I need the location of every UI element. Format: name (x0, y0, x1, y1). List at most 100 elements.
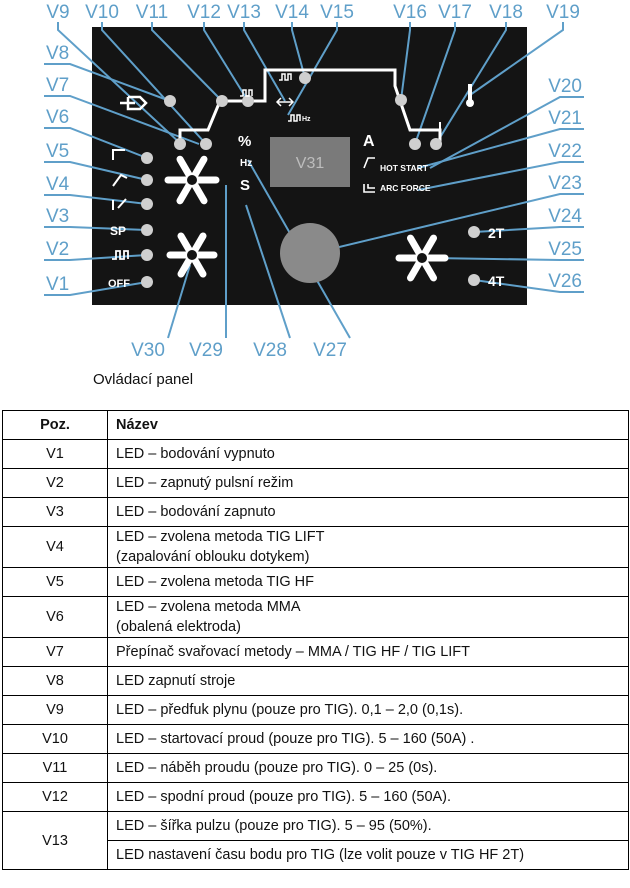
display-screen (270, 137, 350, 187)
led-indicator (468, 274, 480, 286)
callout-label: V16 (393, 2, 427, 23)
hz-small-label: Hz (302, 116, 311, 123)
callout-label: V4 (46, 174, 70, 195)
leader-line (203, 22, 249, 102)
leader-line (243, 22, 286, 102)
callout-label: V15 (320, 2, 354, 23)
callout-label: V10 (85, 2, 119, 23)
callout-label: V26 (548, 271, 582, 292)
row-name-line: LED – zapnutý pulsní režim (116, 475, 294, 491)
knob-spoke (407, 258, 423, 282)
row-name: Přepínač svařovací metody – MMA / TIG HF… (107, 637, 629, 667)
row-name-line: LED – předfuk plynu (pouze pro TIG). 0,1… (116, 702, 464, 718)
knob-center (417, 253, 427, 263)
leader-line (44, 161, 148, 181)
led-indicator (141, 249, 153, 261)
leader-line (167, 264, 191, 339)
callout-label: V9 (46, 2, 69, 23)
led-indicator (242, 95, 254, 107)
main-encoder-button (280, 223, 340, 283)
plug-icon (120, 95, 148, 111)
leader-line (400, 22, 411, 101)
knob-spoke (421, 234, 437, 258)
pulse-icon (112, 250, 129, 260)
row-name-line: LED – spodní proud (pouze pro TIG). 5 – … (116, 789, 452, 805)
leader-line (309, 193, 584, 255)
tig-hf-icon (112, 173, 128, 187)
row-name: LED – šířka pulzu (pouze pro TIG). 5 – 9… (107, 811, 629, 841)
leader-line (44, 254, 148, 261)
knob-spoke (407, 234, 423, 258)
hot-start-label: HOT START (380, 163, 429, 173)
unit-hz-label: Hz (240, 158, 252, 169)
hot-start-icon (363, 157, 375, 169)
callout-label: V12 (187, 2, 221, 23)
display-label: V31 (296, 155, 325, 172)
callout-label: V2 (46, 239, 69, 260)
row-name: LED – startovací proud (pouze pro TIG). … (107, 724, 629, 754)
leader-line (287, 22, 338, 116)
leader-line (44, 281, 148, 296)
parameter-knob-left (166, 232, 218, 278)
row-name: LED – bodování zapnuto (107, 497, 629, 527)
callout-label: V8 (46, 43, 69, 64)
header-position: Poz. (2, 410, 108, 440)
row-position: V7 (2, 637, 108, 667)
row-name-line: LED – zvolena metoda TIG LIFT (116, 529, 325, 545)
led-indicator (141, 174, 153, 186)
table-row: V2 LED – zapnutý pulsní režim (2, 468, 629, 498)
leader-line (435, 22, 507, 145)
knob-spoke (177, 255, 193, 278)
row-position: V2 (2, 468, 108, 498)
parameter-knob-right (395, 234, 449, 282)
arc-force-icon (363, 184, 375, 193)
callout-label: V3 (46, 206, 69, 227)
width-arrow-icon (275, 97, 295, 107)
row-name-line: LED – náběh proudu (pouze pro TIG). 0 – … (116, 760, 438, 776)
row-name-line: LED – zvolena metoda TIG HF (116, 574, 314, 590)
row-name-line: (zapalování oblouku dotykem) (116, 549, 310, 565)
row-position: V12 (2, 782, 108, 812)
callout-label: V29 (189, 340, 223, 361)
led-indicator (200, 138, 212, 150)
knob-spoke (191, 255, 207, 278)
leader-line (429, 96, 584, 169)
unit-s-label: S (240, 177, 250, 194)
row-name: LED – zvolena metoda MMA (obalená elektro… (107, 596, 629, 638)
two-t-label: 2T (488, 225, 505, 241)
led-indicator (468, 226, 480, 238)
led-indicator (409, 138, 421, 150)
off-label: OFF (108, 278, 130, 290)
leader-line (245, 204, 291, 339)
unit-a-label: A (363, 133, 375, 150)
row-name-line: LED – startovací proud (pouze pro TIG). … (116, 731, 475, 747)
row-name: LED – zvolena metoda TIG LIFT (zapalování… (107, 526, 629, 568)
knob-spoke (176, 155, 193, 180)
knob-spoke (191, 155, 208, 180)
pulse-width-icon (279, 73, 292, 81)
led-indicator (174, 138, 186, 150)
arc-force-label: ARC FORCE (380, 183, 431, 193)
callout-label: V27 (313, 340, 347, 361)
knob-spoke (191, 232, 207, 255)
leader-line (417, 128, 584, 169)
row-position: V10 (2, 724, 108, 754)
knob-spoke (177, 232, 193, 255)
callout-label: V13 (227, 2, 261, 23)
callout-label: V1 (46, 274, 69, 295)
table-row: LED nastavení času bodu pro TIG (lze vol… (3, 840, 629, 870)
led-indicator (164, 95, 176, 107)
row-name-line: (obalená elektroda) (116, 619, 241, 635)
leader-line (473, 226, 584, 233)
row-name-line: LED – zvolena metoda MMA (116, 599, 301, 615)
tig-lift-icon (112, 198, 127, 210)
thermometer-bulb-icon (466, 99, 474, 107)
callout-label: V28 (253, 340, 287, 361)
led-indicator (141, 276, 153, 288)
row-name: LED – zapnutý pulsní režim (107, 468, 629, 498)
